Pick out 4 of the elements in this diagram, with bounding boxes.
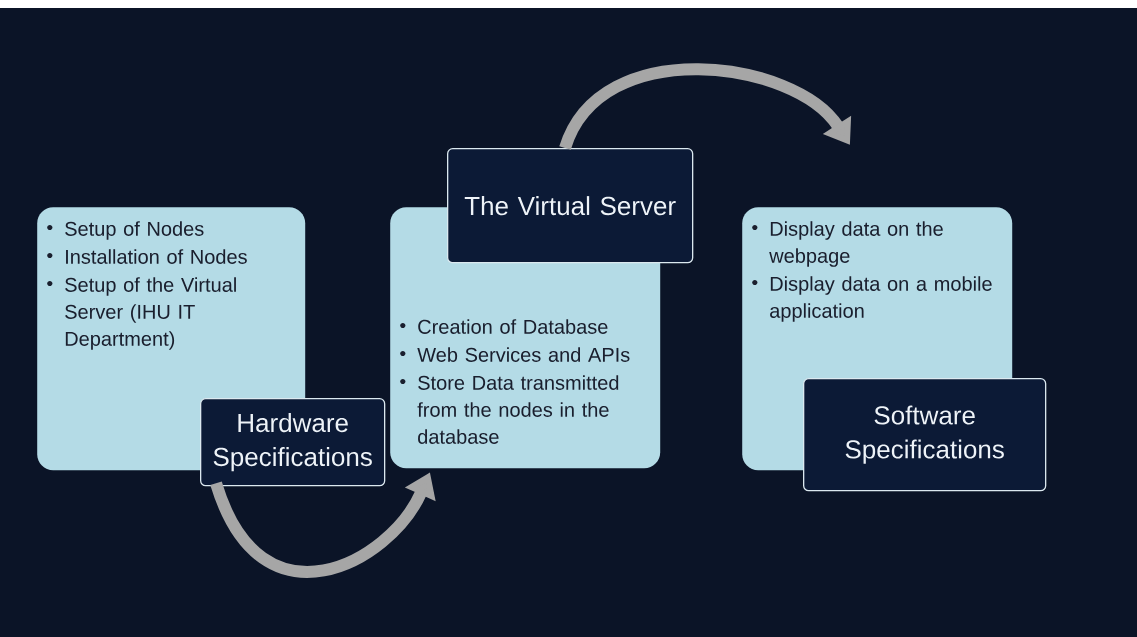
curved-arrow	[559, 63, 852, 151]
title-box: Hardware Specifications	[200, 398, 386, 487]
title-box: Software Specifications	[803, 378, 1047, 492]
title-box: The Virtual Server	[447, 148, 694, 264]
